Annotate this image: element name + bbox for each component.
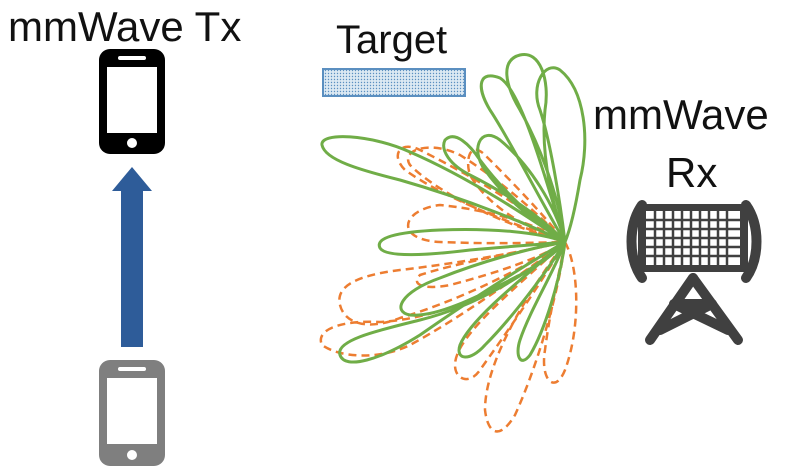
rx-label-line2: Rx [666,149,718,196]
rx-tower-icon [626,200,762,345]
target-label: Target [336,18,448,62]
beam-pattern-dashed [319,145,578,433]
beam-pattern-solid [320,53,587,364]
tx-phone-icon [99,49,165,154]
movement-arrow-icon [112,167,152,347]
rx-label-line1: mmWave [593,91,769,138]
tx-phone-previous-icon [99,360,165,466]
tx-label: mmWave Tx [8,3,242,50]
target-block [322,68,466,97]
